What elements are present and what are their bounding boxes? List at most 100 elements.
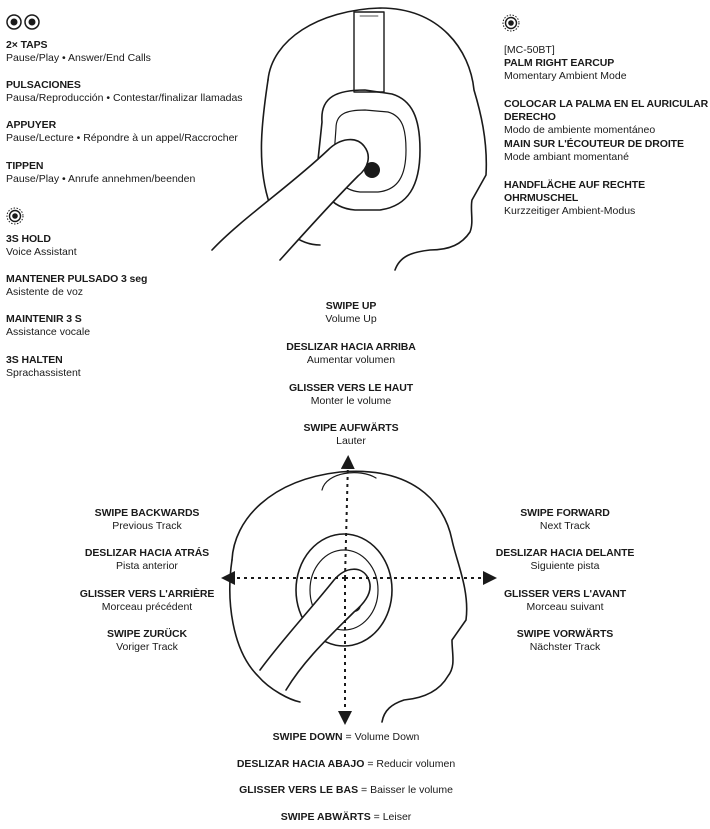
tap-icon xyxy=(6,14,22,30)
top-head-illustration xyxy=(211,7,488,271)
ambient-title: COLOCAR LA PALMA EN EL AURICULAR DERECHO xyxy=(504,98,709,123)
swipe-back-title: SWIPE BACKWARDS xyxy=(94,507,200,519)
hold-title: MANTENER PULSADO 3 seg xyxy=(6,273,148,285)
equals-sign: = xyxy=(358,784,371,796)
swipe-up-es: DESLIZAR HACIA ARRIBA Aumentar volumen xyxy=(286,341,416,367)
tap-title: PULSACIONES xyxy=(6,79,81,91)
ambient-desc: Modo de ambiente momentáneo xyxy=(504,124,656,136)
tap-desc: Pause/Play • Answer/End Calls xyxy=(6,52,151,64)
ambient-title: HANDFLÄCHE AUF RECHTE OHRMUSCHEL xyxy=(504,179,646,204)
ambient-icons xyxy=(502,14,520,32)
ambient-desc: Mode ambiant momentané xyxy=(504,151,629,163)
swipe-down-de: SWIPE ABWÄRTS = Leiser xyxy=(281,811,412,823)
hold-desc: Assistance vocale xyxy=(6,326,91,338)
swipe-back-desc: Pista anterior xyxy=(116,560,178,572)
swipe-forward-title: DESLIZAR HACIA DELANTE xyxy=(495,547,635,559)
swipe-up-title: GLISSER VERS LE HAUT xyxy=(288,382,414,394)
swipe-back-fr: GLISSER VERS L'ARRIÈRE Morceau précédent xyxy=(80,588,215,614)
swipe-forward-desc: Nächster Track xyxy=(529,641,601,653)
tap-desc: Pausa/Reproducción • Contestar/finalizar… xyxy=(6,92,243,104)
hold-icons xyxy=(6,207,24,225)
ambient-instruction-fr: MAIN SUR L'ÉCOUTEUR DE DROITE Mode ambia… xyxy=(504,138,684,164)
ambient-instruction-en: PALM RIGHT EARCUP Momentary Ambient Mode xyxy=(504,57,627,83)
hold-instruction-es: MANTENER PULSADO 3 seg Asistente de voz xyxy=(6,273,147,299)
swipe-back-desc: Previous Track xyxy=(112,520,182,532)
ambient-icon xyxy=(502,14,520,32)
swipe-up-title: SWIPE AUFWÄRTS xyxy=(303,422,399,434)
tap-instruction-de: TIPPEN Pause/Play • Anrufe annehmen/been… xyxy=(6,160,195,186)
ambient-desc: Momentary Ambient Mode xyxy=(504,70,627,82)
swipe-forward-desc: Morceau suivant xyxy=(526,601,604,613)
tap-instruction-es: PULSACIONES Pausa/Reproducción • Contest… xyxy=(6,79,243,105)
tap-desc: Pause/Lecture • Répondre à un appel/Racc… xyxy=(6,132,238,144)
swipe-back-desc: Morceau précédent xyxy=(101,601,193,613)
swipe-up-en: SWIPE UP Volume Up xyxy=(325,300,376,326)
ambient-instruction-es: COLOCAR LA PALMA EN EL AURICULAR DERECHO… xyxy=(504,98,710,137)
hold-instruction-de: 3S HALTEN Sprachassistent xyxy=(6,354,81,380)
swipe-forward-es: DESLIZAR HACIA DELANTE Siguiente pista xyxy=(496,547,635,573)
arrow-up xyxy=(340,455,355,579)
swipe-down-en: SWIPE DOWN = Volume Down xyxy=(273,731,420,743)
hold-instruction-fr: MAINTENIR 3 S Assistance vocale xyxy=(6,313,90,339)
ambient-desc: Kurzzeitiger Ambient-Modus xyxy=(504,205,636,217)
swipe-up-de: SWIPE AUFWÄRTS Lauter xyxy=(303,422,398,448)
swipe-up-title: SWIPE UP xyxy=(325,300,377,312)
tap-instruction-fr: APPUYER Pause/Lecture • Répondre à un ap… xyxy=(6,119,238,145)
swipe-forward-de: SWIPE VORWÄRTS Nächster Track xyxy=(516,628,614,654)
equals-sign: = xyxy=(342,731,355,743)
swipe-forward-desc: Siguiente pista xyxy=(530,560,600,572)
swipe-up-fr: GLISSER VERS LE HAUT Monter le volume xyxy=(289,382,413,408)
swipe-down-title: GLISSER VERS LE BAS xyxy=(239,784,359,796)
tap-title: 2× TAPS xyxy=(6,39,48,51)
swipe-down-title: DESLIZAR HACIA ABAJO xyxy=(236,758,365,770)
tap-title: TIPPEN xyxy=(6,160,44,172)
hold-title: MAINTENIR 3 S xyxy=(6,313,82,325)
swipe-back-es: DESLIZAR HACIA ATRÁS Pista anterior xyxy=(85,547,209,573)
tap-instruction-en: 2× TAPS Pause/Play • Answer/End Calls xyxy=(6,39,151,65)
tap-icons xyxy=(6,14,40,30)
ambient-instruction-de: HANDFLÄCHE AUF RECHTE OHRMUSCHEL Kurzzei… xyxy=(504,179,710,218)
hold-desc: Sprachassistent xyxy=(6,367,81,379)
swipe-up-desc: Volume Up xyxy=(325,313,377,325)
hold-icon xyxy=(6,207,24,225)
swipe-forward-en: SWIPE FORWARD Next Track xyxy=(520,507,610,533)
swipe-down-title: SWIPE DOWN xyxy=(272,731,343,743)
swipe-back-de: SWIPE ZURÜCK Voriger Track xyxy=(107,628,187,654)
tap-desc: Pause/Play • Anrufe annehmen/beenden xyxy=(6,173,196,185)
ambient-title: PALM RIGHT EARCUP xyxy=(504,57,615,69)
hold-title: 3S HALTEN xyxy=(6,354,63,366)
swipe-down-desc: Volume Down xyxy=(354,731,420,743)
swipe-arrows xyxy=(221,455,497,725)
swipe-back-desc: Voriger Track xyxy=(116,641,178,653)
hold-instruction-en: 3S HOLD Voice Assistant xyxy=(6,233,77,259)
swipe-down-title: SWIPE ABWÄRTS xyxy=(280,811,371,823)
swipe-forward-title: SWIPE VORWÄRTS xyxy=(516,628,614,640)
swipe-up-title: DESLIZAR HACIA ARRIBA xyxy=(286,341,416,353)
swipe-forward-title: SWIPE FORWARD xyxy=(520,507,610,519)
model-label: [MC-50BT] xyxy=(504,44,555,56)
swipe-back-title: GLISSER VERS L'ARRIÈRE xyxy=(79,588,215,600)
swipe-forward-desc: Next Track xyxy=(539,520,591,532)
swipe-up-desc: Lauter xyxy=(336,435,366,447)
bottom-head-illustration xyxy=(229,470,468,723)
swipe-back-title: DESLIZAR HACIA ATRÁS xyxy=(84,547,210,559)
ambient-model: [MC-50BT] xyxy=(504,44,555,57)
swipe-back-title: SWIPE ZURÜCK xyxy=(107,628,187,640)
swipe-down-desc: Baisser le volume xyxy=(370,784,453,796)
tap-icon xyxy=(24,14,40,30)
hold-desc: Asistente de voz xyxy=(6,286,84,298)
swipe-up-desc: Monter le volume xyxy=(310,395,392,407)
equals-sign: = xyxy=(370,811,383,823)
swipe-down-fr: GLISSER VERS LE BAS = Baisser le volume xyxy=(239,784,453,796)
swipe-up-desc: Aumentar volumen xyxy=(306,354,396,366)
tap-title: APPUYER xyxy=(6,119,57,131)
hold-title: 3S HOLD xyxy=(6,233,51,245)
swipe-back-en: SWIPE BACKWARDS Previous Track xyxy=(95,507,200,533)
swipe-forward-title: GLISSER VERS L'AVANT xyxy=(503,588,627,600)
swipe-down-desc: Reducir volumen xyxy=(376,758,456,770)
ambient-title: MAIN SUR L'ÉCOUTEUR DE DROITE xyxy=(504,138,684,150)
swipe-down-desc: Leiser xyxy=(382,811,412,823)
hold-desc: Voice Assistant xyxy=(6,246,77,258)
swipe-down-es: DESLIZAR HACIA ABAJO = Reducir volumen xyxy=(237,758,455,770)
